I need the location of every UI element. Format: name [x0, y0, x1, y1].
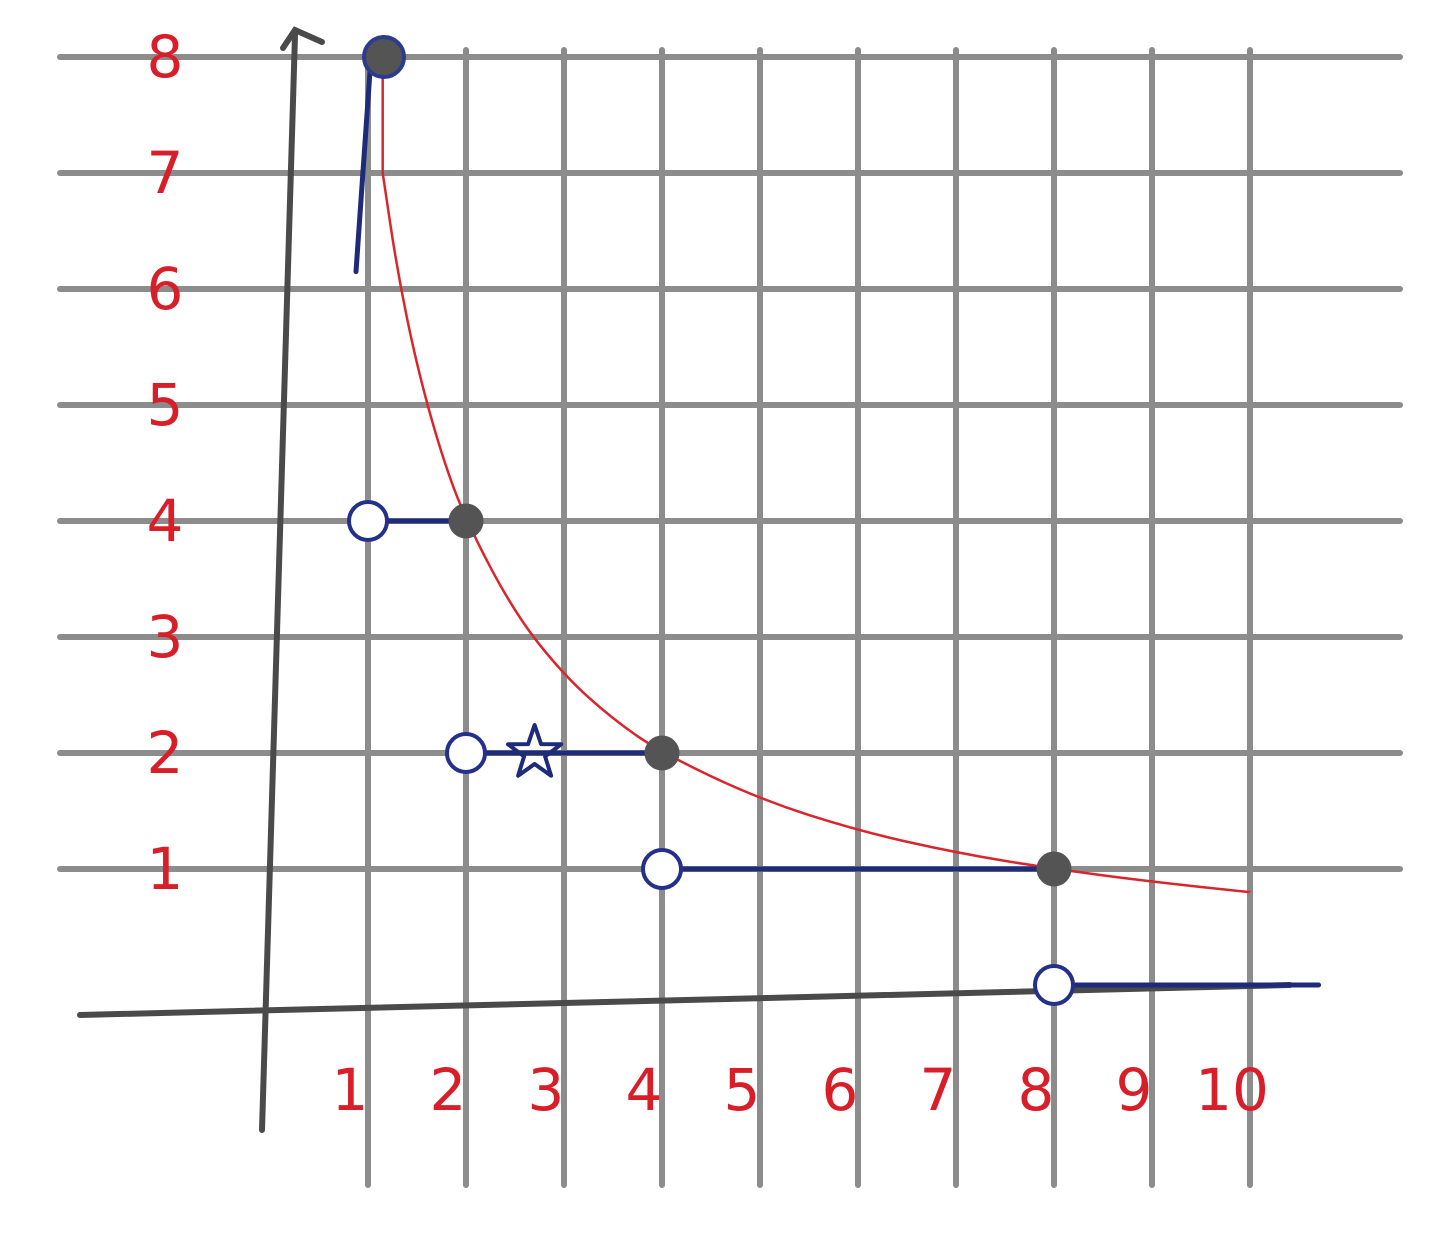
y-tick-label: 7 — [147, 139, 184, 207]
x-tick-label: 7 — [920, 1056, 957, 1124]
x-tick-label: 5 — [724, 1056, 761, 1124]
y-tick-label: 3 — [147, 603, 184, 671]
y-tick-label: 1 — [147, 835, 184, 903]
y-tick-label: 5 — [147, 371, 184, 439]
curve-layer — [381, 57, 1251, 894]
x-tick-label: 4 — [626, 1056, 663, 1124]
open-endpoint-3 — [641, 848, 683, 890]
star-icon — [506, 723, 564, 778]
endpoints — [347, 35, 1075, 1006]
y-tick-label: 6 — [147, 255, 184, 323]
y-tick-label: 2 — [147, 719, 184, 787]
y-axis-line — [259, 32, 298, 1133]
x-tick-label: 6 — [822, 1056, 859, 1124]
x-tick-label: 9 — [1116, 1056, 1153, 1124]
axes — [77, 26, 1293, 1133]
x-tick-label: 8 — [1018, 1056, 1055, 1124]
open-endpoint-4 — [1033, 964, 1075, 1006]
x-tick-label: 3 — [528, 1056, 565, 1124]
y-axis-arrow-icon — [280, 26, 325, 51]
open-endpoint-1 — [347, 500, 389, 542]
y-tick-label: 8 — [147, 23, 184, 91]
x-tick-label: 1 — [332, 1056, 369, 1124]
x-tick-label: 2 — [430, 1056, 467, 1124]
curve-series — [381, 57, 1251, 894]
closed-endpoint-2 — [644, 735, 680, 771]
closed-endpoint-1 — [448, 503, 484, 539]
x-axis-line — [77, 982, 1293, 1018]
closed-endpoint-3 — [1036, 851, 1072, 887]
top-point-stem — [353, 54, 374, 275]
grid — [57, 47, 1403, 1188]
open-endpoint-2 — [445, 732, 487, 774]
y-tick-label: 4 — [147, 487, 184, 555]
top-closed-point — [362, 35, 406, 79]
x-tick-label: 10 — [1195, 1056, 1269, 1124]
